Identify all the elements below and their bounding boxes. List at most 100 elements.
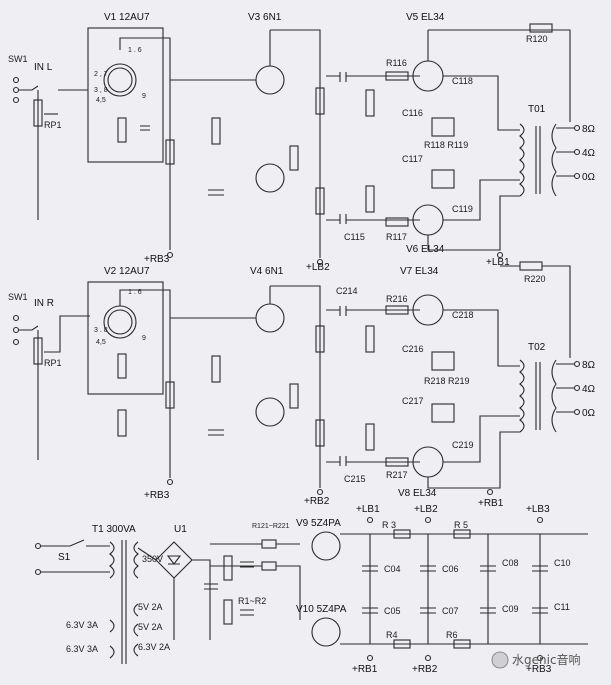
coupling-cap-lower <box>339 214 347 224</box>
lb1-left-label: +LB1 <box>486 257 510 268</box>
bridge-wiring <box>137 547 211 640</box>
diode-symbol <box>166 555 182 565</box>
v4-tube-upper <box>255 303 285 333</box>
t1-label: T1 300VA <box>92 524 136 535</box>
lb1-node <box>366 516 374 524</box>
v6-label: V6 EL34 <box>406 244 445 255</box>
filter-cap <box>204 583 218 590</box>
t1-core <box>121 540 127 664</box>
input-left-label: IN L <box>34 62 53 73</box>
v1-label: V1 12AU7 <box>104 12 150 23</box>
c117-label: C117 <box>402 154 423 164</box>
left-channel: SW1 IN L RP1 V1 12AU7 1 . 6 2 , 7 3 , 8 … <box>8 12 596 273</box>
input-right-label: IN R <box>34 298 54 309</box>
v4-grid-resistor <box>211 355 221 383</box>
r117-label: R117 <box>386 232 407 242</box>
rb3-dropper-resistor <box>165 381 175 409</box>
t02-primary-coil <box>519 359 525 433</box>
v8-cathode-network <box>431 403 455 423</box>
rb1-right-label: +RB1 <box>478 498 504 509</box>
sec4b-label: 6.3V 3A <box>66 644 98 654</box>
wechat-logo-icon <box>491 651 509 669</box>
out-0-label-right: 0Ω <box>582 408 596 419</box>
grid-leak-resistor <box>365 325 375 353</box>
v4-cathode-resistor <box>289 383 299 409</box>
v1-section-box <box>87 27 164 163</box>
r216-label: R216 <box>386 294 408 304</box>
v1-bypass-cap <box>140 125 150 131</box>
hv-wiring <box>210 543 301 620</box>
coupling-cap-upper <box>339 306 347 316</box>
r-label: R1~R2 <box>238 596 266 606</box>
input-jack <box>12 326 20 334</box>
speaker-taps <box>556 363 574 413</box>
r220-resistor <box>519 261 543 271</box>
t02-label: T02 <box>528 342 546 353</box>
coupling-cap-lower <box>339 456 347 466</box>
c118-label: C118 <box>452 76 473 86</box>
t01-primary-coil <box>519 123 525 197</box>
out-4-label-right: 4Ω <box>582 384 596 395</box>
sec1-label: 5V 2A <box>138 602 163 612</box>
rb1-node <box>486 488 494 496</box>
bias-caps <box>240 561 254 616</box>
v3-grid-cap <box>208 189 224 196</box>
input-jack <box>12 314 20 322</box>
out-0-label-left: 0Ω <box>582 172 596 183</box>
out-8-label-right: 8Ω <box>582 360 596 371</box>
filter-resistor <box>223 555 233 581</box>
input-jack <box>12 76 20 84</box>
v2-cathode-resistor <box>117 353 127 379</box>
mains-terminal <box>34 542 42 550</box>
lb2-node <box>316 258 324 266</box>
c05-label: C05 <box>384 606 401 616</box>
t01-core <box>535 126 541 194</box>
tap-terminal <box>573 408 581 416</box>
v4-wiring <box>170 285 321 488</box>
v3-label: V3 6N1 <box>248 12 282 23</box>
v1-pin-label: 1 . 6 <box>128 47 142 54</box>
rb2-node <box>316 488 324 496</box>
plate-wiring <box>427 265 571 489</box>
t1-hv-secondary <box>133 541 139 579</box>
v4-label: V4 6N1 <box>250 266 284 277</box>
sec4a-label: 6.3V 3A <box>66 620 98 630</box>
t1-primary-coil <box>109 541 115 579</box>
v3-plate-resistor-2 <box>315 187 325 215</box>
r218-label: R218 R219 <box>424 376 470 386</box>
v4-plate-resistor-2 <box>315 419 325 447</box>
c219-label: C219 <box>452 440 474 450</box>
v2-label: V2 12AU7 <box>104 266 150 277</box>
tap-terminal <box>573 360 581 368</box>
filter-resistor <box>223 599 233 625</box>
t1-heater-secondaries <box>133 603 139 657</box>
c09-label: C09 <box>502 604 519 614</box>
rp1-potentiometer <box>33 337 43 365</box>
right-channel: SW1 IN R RP1 V2 12AU7 1 . 6 3 . 8 4,5 9 … <box>8 261 596 509</box>
t01-secondary-coil <box>551 123 557 197</box>
v3-tube-lower <box>255 163 285 193</box>
tap-terminal <box>573 148 581 156</box>
r4-label: R4 <box>386 630 398 640</box>
transformer-primary-wiring <box>443 309 520 463</box>
output-grid-wiring <box>326 75 420 221</box>
v1-pin-label: 4,5 <box>96 97 106 104</box>
lb3-ps-label: +LB3 <box>526 504 550 515</box>
out-8-label-left: 8Ω <box>582 124 596 135</box>
c11-label: C11 <box>554 602 570 612</box>
filter-columns <box>427 534 541 644</box>
v2-pin-label: 3 . 8 <box>94 327 108 334</box>
lb1-ps-label: +LB1 <box>356 504 380 515</box>
r5-resistor <box>453 529 471 539</box>
c07-label: C07 <box>442 606 459 616</box>
v5-label: V5 EL34 <box>406 12 445 23</box>
u1-label: U1 <box>174 524 187 535</box>
output-grid-wiring <box>326 309 420 463</box>
out-4-label-left: 4Ω <box>582 148 596 159</box>
tap-terminal <box>573 124 581 132</box>
v1-cathode-resistor <box>117 117 127 143</box>
rb2-right-label: +RB2 <box>304 496 330 507</box>
s1-label: S1 <box>58 552 71 563</box>
r120-label: R120 <box>526 34 548 44</box>
